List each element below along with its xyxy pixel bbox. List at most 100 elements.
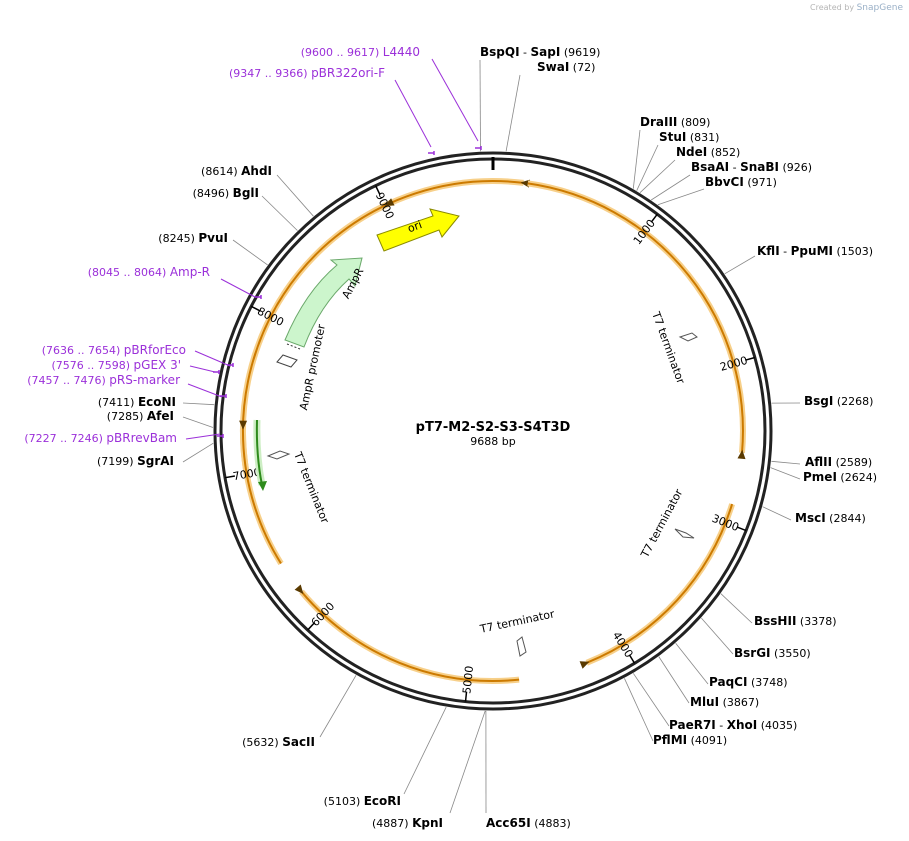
terminator-arrowhead <box>737 449 746 460</box>
enzyme-name: StuI <box>659 130 686 144</box>
enzyme-leader-line <box>624 678 654 742</box>
enzyme-position: (926) <box>783 161 813 174</box>
primer-marks <box>185 58 482 440</box>
enzyme-separator: - <box>520 46 531 59</box>
enzyme-position: (8496) <box>193 187 230 200</box>
enzyme-label[interactable]: PmeI (2624) <box>803 470 877 484</box>
enzyme-label[interactable]: BssHII (3378) <box>754 614 836 628</box>
terminator-arc <box>527 182 744 453</box>
t7-terminator-3-label: T7 terminator <box>478 607 556 636</box>
enzyme-leader-line <box>636 144 659 191</box>
enzyme-leader-line <box>182 442 214 463</box>
tick-label: 5000 <box>460 665 476 694</box>
enzyme-label[interactable]: MluI (3867) <box>690 695 759 709</box>
terminator-arrowhead <box>239 420 248 430</box>
enzyme-name: PvuI <box>198 231 228 245</box>
tick-mark <box>650 213 658 223</box>
enzyme-label[interactable]: StuI (831) <box>659 130 719 144</box>
enzyme-label[interactable]: BsrGI (3550) <box>734 646 811 660</box>
primer-range: (7636 .. 7654) <box>42 344 121 357</box>
enzyme-position: (4035) <box>761 719 798 732</box>
enzyme-position: (852) <box>711 146 741 159</box>
primer-range: (7576 .. 7598) <box>51 359 130 372</box>
primer-label[interactable]: (9600 .. 9617) L4440 <box>301 45 420 59</box>
snapgene-credit: Created by SnapGene <box>810 3 903 13</box>
enzyme-label[interactable]: PaeR7I - XhoI (4035) <box>669 718 797 732</box>
plasmid-name: pT7-M2-S2-S3-S4T3D <box>416 420 571 435</box>
enzyme-name: MscI <box>795 511 826 525</box>
primer-binding-mark <box>217 434 224 438</box>
t7-terminator-2[interactable]: T7 terminator <box>638 486 695 561</box>
enzyme-position: (3748) <box>751 676 788 689</box>
enzyme-separator: - <box>780 245 791 258</box>
t7-terminator-4[interactable]: T7 terminator <box>266 449 332 526</box>
enzyme-leader-line <box>675 642 709 685</box>
enzyme-leader-line <box>720 593 753 624</box>
enzyme-label[interactable]: (5103) EcoRI <box>324 794 401 808</box>
enzyme-leader-line <box>182 402 215 406</box>
terminator-arc <box>241 426 282 565</box>
enzyme-name: SacII <box>282 735 315 749</box>
t7-terminator-3-glyph <box>516 636 527 657</box>
enzyme-separator: - <box>716 719 727 732</box>
tick-label: 8000 <box>255 305 286 329</box>
primer-binding-mark <box>220 394 227 398</box>
enzyme-label[interactable]: PflMI (4091) <box>653 733 727 747</box>
enzyme-label[interactable]: AflII (2589) <box>805 455 872 469</box>
enzyme-name: SapI <box>531 45 561 59</box>
ori-feature[interactable]: ori <box>376 208 460 252</box>
enzyme-label[interactable]: (8496) BglI <box>193 186 259 200</box>
enzyme-label[interactable]: (8614) AhdI <box>201 164 272 178</box>
terminator-arc <box>282 203 388 296</box>
enzyme-label[interactable]: (7411) EcoNI <box>98 395 176 409</box>
primer-label[interactable]: (7227 .. 7246) pBRrevBam <box>24 431 177 445</box>
enzyme-name: SgrAI <box>137 454 174 468</box>
enzyme-name: BbvCI <box>705 175 744 189</box>
t7-terminator-3[interactable]: T7 terminator <box>478 607 556 657</box>
t7-terminator-1[interactable]: T7 terminator <box>649 309 698 386</box>
primer-label[interactable]: (7576 .. 7598) pGEX 3' <box>51 358 181 372</box>
enzyme-label[interactable]: BsgI (2268) <box>804 394 873 408</box>
enzyme-name: XhoI <box>727 718 758 732</box>
enzyme-position: (3378) <box>800 615 837 628</box>
primer-label[interactable]: (9347 .. 9366) pBR322ori-F <box>229 66 385 80</box>
tick-mark <box>628 654 636 664</box>
enzyme-position: (8245) <box>158 232 195 245</box>
enzyme-leader-line <box>232 239 268 266</box>
enzyme-position: (2624) <box>840 471 877 484</box>
enzyme-label[interactable]: DraIII (809) <box>640 115 710 129</box>
enzyme-leader-line <box>701 617 734 655</box>
enzyme-label[interactable]: SwaI (72) <box>537 60 595 74</box>
tick-label: 7000 <box>232 466 262 484</box>
enzyme-label[interactable]: KflI - PpuMI (1503) <box>757 244 873 258</box>
primer-label[interactable]: (8045 .. 8064) Amp-R <box>88 265 210 279</box>
enzyme-label[interactable]: BbvCI (971) <box>705 175 777 189</box>
enzyme-label[interactable]: (4887) KpnI <box>372 816 443 830</box>
t7-terminator-4-glyph <box>266 450 291 460</box>
enzyme-label[interactable]: PaqCI (3748) <box>709 675 788 689</box>
credit-prefix: Created by <box>810 3 855 12</box>
enzyme-label[interactable]: (7285) AfeI <box>107 409 174 423</box>
primer-range: (7227 .. 7246) <box>24 432 103 445</box>
enzyme-name: DraIII <box>640 115 677 129</box>
ori-label: ori <box>406 218 424 235</box>
enzyme-label[interactable]: (8245) PvuI <box>158 231 228 245</box>
enzyme-name: BglI <box>233 186 259 200</box>
terminator-arc <box>300 591 520 682</box>
enzyme-label[interactable]: BspQI - SapI (9619) <box>480 45 600 59</box>
tick-mark <box>250 305 261 312</box>
enzyme-label[interactable]: MscI (2844) <box>795 511 866 525</box>
tick-label: 4000 <box>610 629 636 660</box>
enzyme-position: (72) <box>573 61 596 74</box>
enzyme-label[interactable]: BsaAI - SnaBI (926) <box>691 160 812 174</box>
enzyme-position: (3550) <box>774 647 811 660</box>
enzyme-label[interactable]: (7199) SgrAI <box>97 454 174 468</box>
primer-label[interactable]: (7457 .. 7476) pRS-marker <box>27 373 180 387</box>
enzyme-label[interactable]: NdeI (852) <box>676 145 740 159</box>
enzyme-label[interactable]: Acc65I (4883) <box>486 816 571 830</box>
enzyme-label[interactable]: (5632) SacII <box>242 735 315 749</box>
primer-leader-line <box>185 433 221 440</box>
primer-label[interactable]: (7636 .. 7654) pBRforEco <box>42 343 186 357</box>
